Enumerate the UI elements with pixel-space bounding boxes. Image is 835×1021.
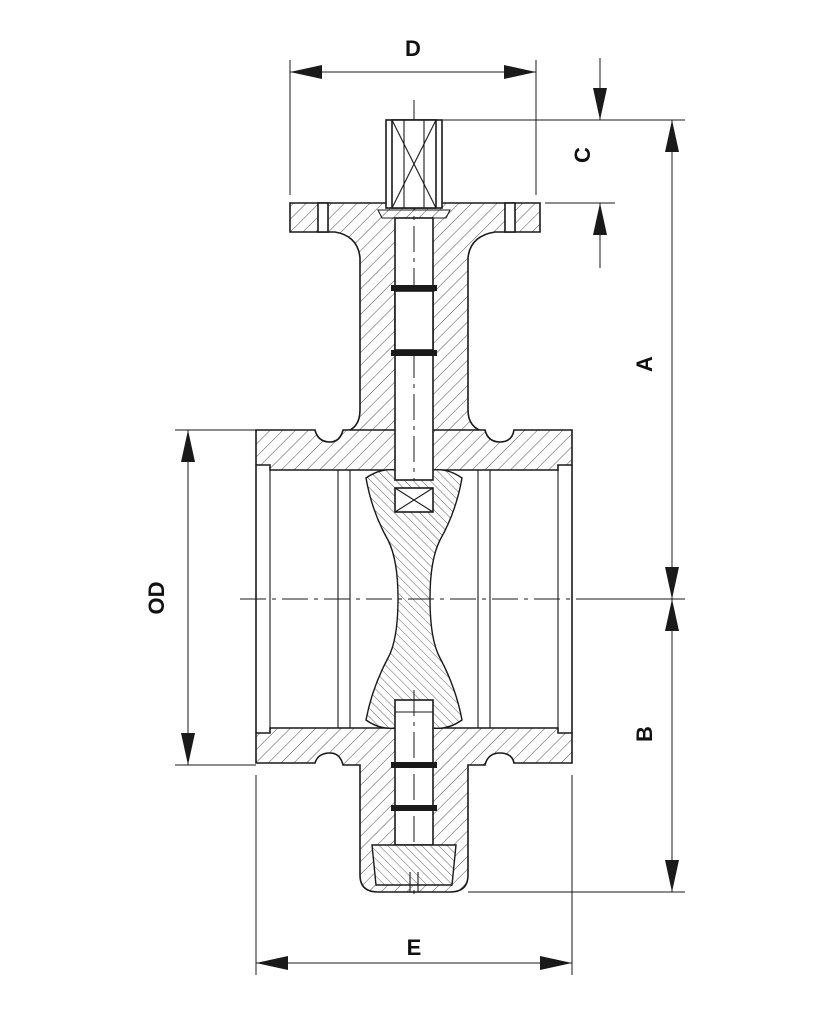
dimension-d-label: D	[405, 36, 421, 61]
dimension-c-label: C	[570, 147, 595, 163]
upper-stem	[391, 100, 437, 513]
dimension-a: A	[600, 120, 685, 600]
dimension-b-label: B	[632, 726, 657, 742]
dimension-b: B	[468, 599, 685, 893]
dimension-c: C	[440, 58, 685, 268]
dimension-e-label: E	[407, 935, 422, 960]
dimension-e: E	[255, 775, 573, 975]
dimension-d: D	[289, 36, 537, 195]
dimension-a-label: A	[632, 356, 657, 372]
dimension-od-label: OD	[144, 582, 169, 615]
bottom-plug	[371, 844, 457, 892]
shaft-top	[377, 119, 451, 219]
lower-stem	[391, 690, 437, 900]
dimension-od: OD	[144, 429, 256, 766]
